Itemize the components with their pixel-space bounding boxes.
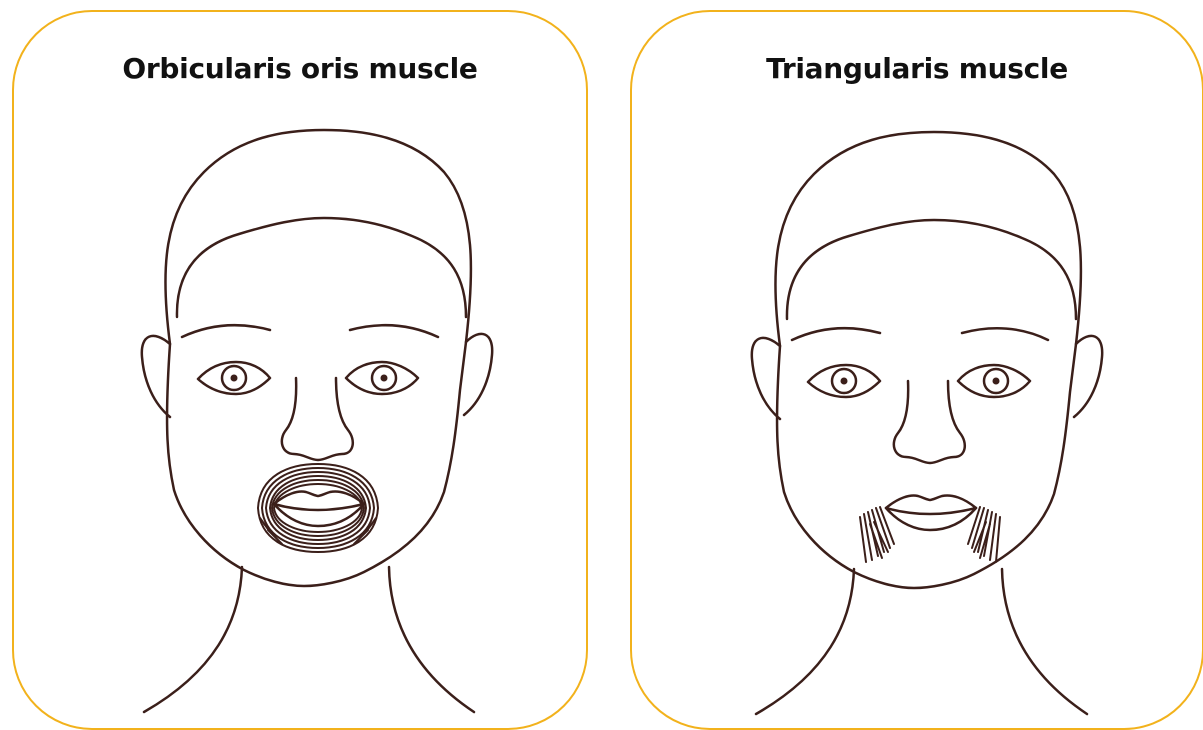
face-illustration <box>14 12 588 730</box>
hairline <box>177 218 466 317</box>
left-eyebrow <box>182 325 270 337</box>
hairline <box>787 220 1076 319</box>
neck-right <box>389 567 474 712</box>
upper-lip <box>886 496 976 515</box>
right-ear <box>1074 336 1102 417</box>
right-eyebrow <box>350 325 438 337</box>
neck-left <box>756 569 854 714</box>
neck-left <box>144 567 242 712</box>
triangularis-muscle-right <box>968 507 1000 562</box>
right-pupil <box>381 375 388 382</box>
neck-right <box>1002 569 1087 714</box>
right-eyebrow <box>962 328 1048 340</box>
left-pupil <box>841 378 848 385</box>
upper-lip <box>274 492 364 511</box>
nose <box>282 378 353 460</box>
right-ear <box>464 334 492 415</box>
nose <box>894 381 965 463</box>
triangularis-panel: Triangularis muscle <box>630 10 1203 730</box>
muscle-fiber <box>266 472 370 544</box>
face-illustration <box>632 12 1203 730</box>
left-pupil <box>231 375 238 382</box>
muscle-fiber <box>270 476 366 540</box>
left-ear <box>752 338 780 419</box>
head-outline <box>775 132 1081 588</box>
left-eyebrow <box>792 328 880 340</box>
head-outline <box>165 130 471 586</box>
left-ear <box>142 336 170 417</box>
right-pupil <box>993 378 1000 385</box>
orbicularis-oris-panel: Orbicularis oris muscle <box>12 10 588 730</box>
triangularis-muscle-left <box>860 507 894 562</box>
